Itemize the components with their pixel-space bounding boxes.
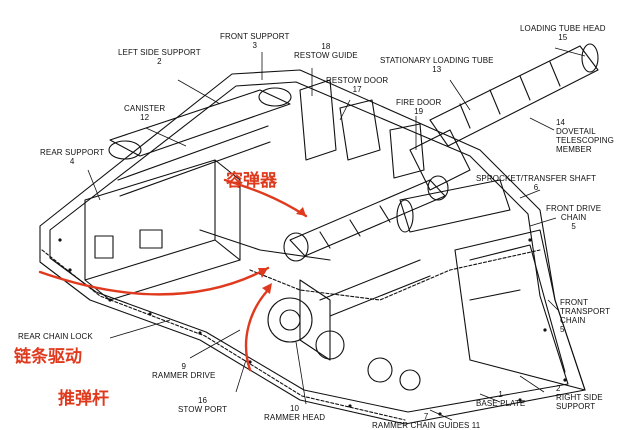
red-annotation-arrows: [38, 178, 308, 372]
sprocket-transfer-shaft: [289, 179, 446, 257]
label-rear-support: REAR SUPPORT 4: [40, 148, 105, 166]
base-plate-holes: [58, 238, 567, 416]
label-front-drive-chain: FRONT DRIVE CHAIN 5: [546, 204, 602, 231]
label-canister: CANISTER 12: [124, 104, 166, 122]
label-base-plate: 1 BASE PLATE: [476, 390, 526, 408]
label-stationary-loading-tube: STATIONARY LOADING TUBE 13: [380, 56, 494, 74]
annotation-chain-drive-cn: 链条驱动: [14, 347, 82, 367]
front-roller: [399, 179, 511, 233]
red-arrow-canister: [223, 178, 308, 218]
annotation-canister-cn: 容弹器: [226, 171, 277, 191]
label-stow-port: 16 STOW PORT: [178, 396, 228, 414]
canister-body: [109, 89, 291, 157]
label-restow-door: RESTOW DOOR 17: [326, 76, 389, 94]
rammer-drive-gear: [267, 297, 313, 343]
label-front-support: FRONT SUPPORT 3: [220, 32, 290, 50]
label-restow-guide: 18 RESTOW GUIDE: [294, 42, 358, 60]
label-loading-tube-head: LOADING TUBE HEAD 15: [520, 24, 606, 42]
annotation-rammer-cn: 推弹杆: [58, 389, 109, 409]
label-fire-door: FIRE DOOR 19: [396, 98, 442, 116]
label-rammer-drive: 9 RAMMER DRIVE: [152, 362, 216, 380]
transport-chain-lower: [41, 249, 406, 421]
label-rammer-head: 10 RAMMER HEAD: [264, 404, 326, 422]
label-left-side-support: LEFT SIDE SUPPORT 2: [118, 48, 201, 66]
label-front-transport-chain: FRONT TRANSPORT CHAIN 5: [560, 298, 611, 334]
restow-guide: [299, 79, 337, 161]
base-plate-inner: [49, 81, 569, 413]
label-sprocket-transfer-shaft: SPROCKET/TRANSFER SHAFT 6: [476, 174, 597, 192]
red-arrow-chain-drive: [38, 266, 270, 296]
red-arrow-rammer: [244, 288, 270, 372]
label-rammer-chain-guides: 7 RAMMER CHAIN GUIDES 11: [372, 412, 481, 430]
loading-tube: [429, 45, 599, 147]
label-rear-chain-lock: REAR CHAIN LOCK: [18, 332, 93, 341]
right-side-plate: [454, 229, 586, 391]
base-plate-outline: [39, 69, 586, 425]
label-right-side-support: 2 RIGHT SIDE SUPPORT: [556, 384, 603, 411]
label-dovetail-telescoping-member: 14 DOVETAIL TELESCOPING MEMBER: [556, 118, 615, 154]
leader-lines: [87, 47, 586, 421]
